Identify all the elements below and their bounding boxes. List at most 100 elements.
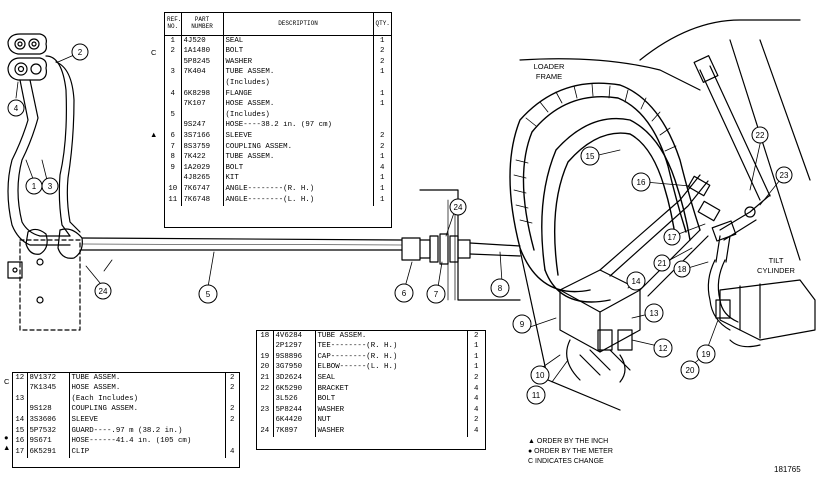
cell-qty [372,78,391,89]
cell-qty: 1 [372,173,391,185]
cell-ref: 22 [257,383,274,395]
loader-frame-label-line1: LOADER [533,62,565,71]
tilt-cylinder [707,235,816,348]
cell-ref [13,404,28,416]
cell-ref: 21 [257,373,274,384]
change-mark-top: C [151,48,157,57]
cell-desc: (Includes) [225,110,270,119]
cell-desc: BOLT [317,395,336,404]
valve-block [559,269,641,383]
cell-qty: 2 [466,373,485,384]
cell-desc: NUT [317,416,331,425]
tilt-cylinder-label-line1: TILT [768,256,784,265]
cell-ref [165,120,182,132]
cell-ref: 3 [165,67,182,79]
cell-qty: 2 [466,331,485,342]
cell-qty: 2 [372,131,391,142]
cell-desc: TUBE ASSEM. [225,153,275,162]
cell-ref: 15 [13,425,28,437]
header-part: PART NUMBER [181,13,224,36]
cell-ref: 16 [13,436,28,448]
legend: ▲ ORDER BY THE INCH ● ORDER BY THE METER… [528,437,613,467]
cell-qty: 4 [466,383,485,395]
cell-ref: 19 [257,352,274,363]
cell-ref: 5 [165,110,182,121]
cell-desc: HOSE------41.4 in. (105 cm) [71,437,192,446]
cell-part: 6K8298 [181,88,224,100]
cell-qty: 1 [466,352,485,363]
meter-mark-15: ● [4,433,9,442]
cell-qty: 2 [224,415,239,426]
flange-upper [7,33,47,55]
cell-qty: 2 [224,383,239,395]
cell-part: 3D2624 [273,373,316,384]
header-qty: QTY. [372,13,391,36]
cell-desc: CLIP [71,447,90,456]
cell-part: 6K4420 [273,415,316,427]
cell-part: 7K6747 [181,184,224,195]
cell-part: 3S7166 [181,131,224,142]
cell-qty [224,436,239,448]
cell-qty: 4 [372,163,391,174]
callout-17: 17 [668,233,677,242]
cell-part: 8S3759 [181,141,224,153]
header-ref: REF. NO. [165,13,182,36]
change-mark-left: C [4,377,10,386]
cell-desc: ANGLE--------(L. H.) [225,195,315,204]
callout-9: 9 [520,320,525,329]
callout-1: 1 [32,182,37,191]
callout-11: 11 [532,391,541,400]
cell-desc: BOLT [225,47,244,56]
loader-frame [419,19,811,411]
cell-part: 9S128 [27,404,70,416]
cell-part: 2P1297 [273,341,316,353]
cell-ref: 8 [165,152,182,164]
hose-guard-15 [509,82,701,303]
tube-assem-3 [7,55,81,246]
cell-desc: TUBE ASSEM. [317,331,367,340]
cell-qty: 2 [224,404,239,416]
callout-8: 8 [498,284,503,293]
tilt-cylinder-label-line2: CYLINDER [757,266,795,275]
callout-19: 19 [702,350,711,359]
cell-desc: CAP--------(R. H.) [317,352,398,361]
cell-part: 9S8896 [273,352,316,363]
cell-ref: 13 [13,394,28,405]
coupling-6-7 [401,199,521,301]
cell-qty: 1 [372,152,391,164]
cell-part [181,78,224,89]
flange-lower [7,57,47,81]
cell-part [181,110,224,121]
callout-16: 16 [637,178,646,187]
legend-meter: ● ORDER BY THE METER [528,448,613,455]
cell-desc: HOSE ASSEM. [71,384,121,393]
callout-22: 22 [756,131,765,140]
cell-qty: 4 [466,426,485,437]
cell-desc: SLEEVE [71,415,99,424]
cell-desc: WASHER [317,405,345,414]
callout-18: 18 [678,265,687,274]
cell-desc: BRACKET [317,384,349,393]
